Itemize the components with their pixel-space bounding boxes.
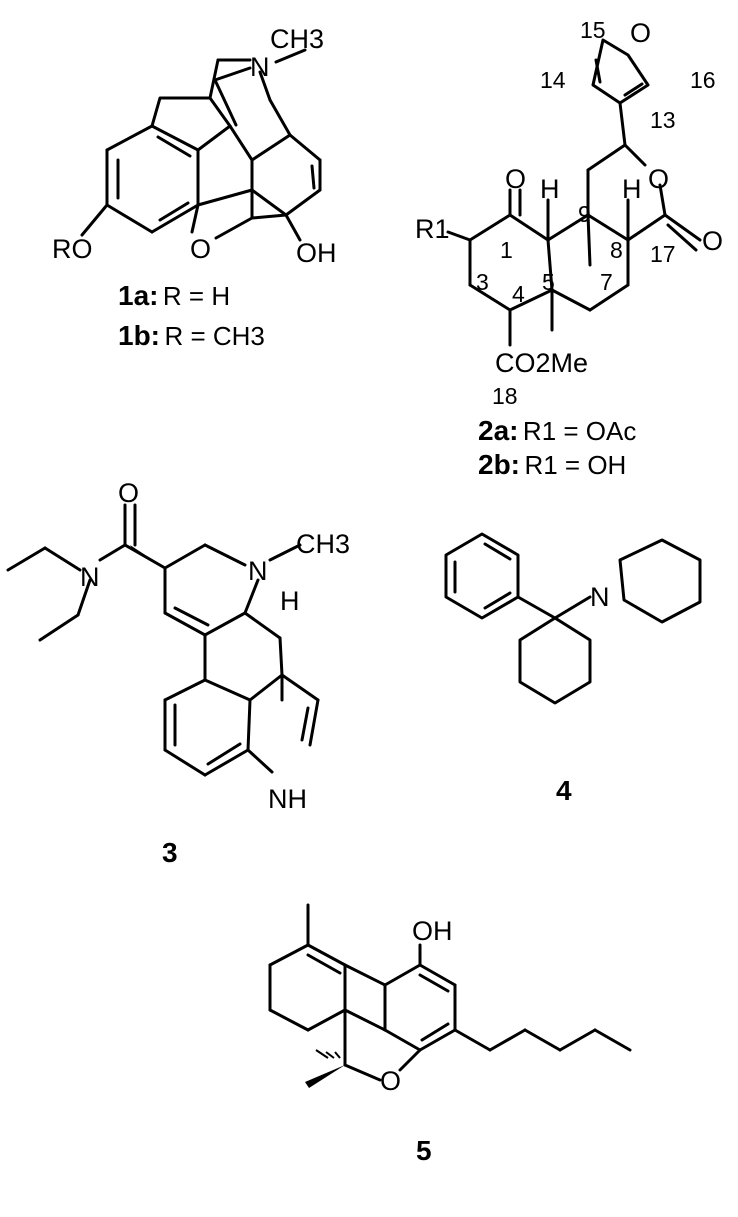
c2-o-ketone: O	[505, 164, 526, 194]
c5-hash-1	[334, 1051, 341, 1059]
c3-o: O	[118, 478, 139, 508]
c1-o-bridge: O	[190, 234, 211, 264]
c5-hash-3	[315, 1049, 329, 1059]
c5-o: O	[380, 1066, 401, 1096]
c1-n-atom: N	[250, 52, 270, 82]
c2-num-13: 13	[650, 107, 676, 133]
c3-n-ring: N	[248, 556, 268, 586]
c3-wedge	[130, 545, 165, 568]
c1-ch3: CH3	[270, 24, 324, 54]
c2-num-3: 3	[476, 269, 489, 295]
label-2a: 2a: R1 = OAc	[478, 415, 636, 446]
label-2b: 2b: R1 = OH	[478, 449, 626, 480]
c2-num-4: 4	[512, 281, 525, 307]
c2-h8: H	[622, 174, 642, 204]
c2-o-lactone: O	[702, 226, 723, 256]
c3-ch3: CH3	[296, 529, 350, 559]
label-1a: 1a: R = H	[118, 280, 230, 311]
label-5: 5	[416, 1135, 432, 1166]
c4-n: N	[590, 582, 610, 612]
compound-1-structure	[80, 48, 322, 242]
c2-num-14: 14	[540, 67, 566, 93]
c5-oh: OH	[412, 916, 453, 946]
c2-num-8: 8	[610, 237, 623, 263]
c1-ro: RO	[52, 234, 93, 264]
c2-num-1: 1	[500, 237, 513, 263]
compound-5-structure	[268, 903, 632, 1082]
c2-num-5: 5	[542, 269, 555, 295]
c2-o-ring: O	[648, 164, 669, 194]
c2-num-17: 17	[650, 241, 676, 267]
c5-wedge	[305, 1065, 345, 1088]
compound-4-structure	[444, 532, 702, 705]
label-3: 3	[162, 837, 178, 868]
label-1b: 1b: R = CH3	[118, 320, 265, 351]
c2-r1: R1	[415, 214, 450, 244]
compound-2-structure	[446, 38, 702, 347]
c5-hash-2	[325, 1051, 335, 1059]
c2-co2me: CO2Me	[495, 348, 588, 378]
compound-3-structure	[6, 503, 320, 777]
c3-h: H	[280, 586, 300, 616]
c2-num-18: 18	[492, 383, 518, 409]
c2-num-15: 15	[580, 17, 606, 43]
c2-num-16: 16	[690, 67, 716, 93]
c1-oh: OH	[296, 238, 337, 268]
c2-num-9: 9	[578, 201, 591, 227]
c2-o-furan: O	[630, 18, 651, 48]
c2-num-7: 7	[600, 269, 613, 295]
label-4: 4	[556, 775, 572, 806]
c3-n-amide: N	[80, 562, 100, 592]
c2-h9: H	[540, 174, 560, 204]
c3-nh: NH	[268, 784, 307, 814]
